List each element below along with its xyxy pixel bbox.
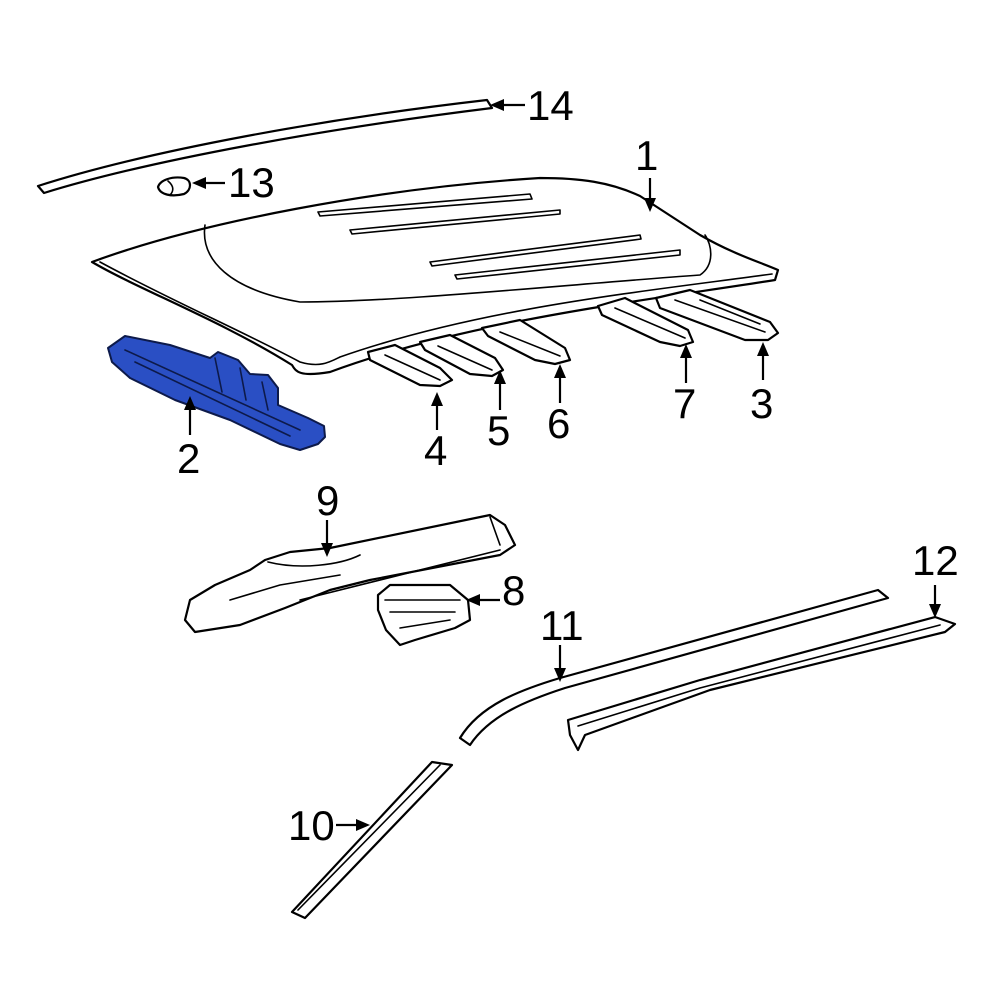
callout-1: 1 xyxy=(635,132,658,212)
callout-13: 13 xyxy=(192,159,275,206)
part-11-molding[interactable] xyxy=(458,588,890,747)
callout-12: 12 xyxy=(912,537,959,618)
callout-4-label: 4 xyxy=(424,427,447,474)
part-6-roof-bow[interactable] xyxy=(480,318,572,366)
callout-10: 10 xyxy=(288,802,370,849)
part-3-rear-header[interactable] xyxy=(654,288,780,342)
part-13-clip[interactable] xyxy=(156,176,192,197)
callout-8: 8 xyxy=(466,567,525,614)
callout-13-label: 13 xyxy=(228,159,275,206)
part-5-roof-bow[interactable] xyxy=(418,333,505,378)
part-8-bracket[interactable] xyxy=(376,583,472,647)
part-7-roof-bow[interactable] xyxy=(596,296,695,348)
part-14-molding[interactable] xyxy=(36,98,494,195)
callout-11: 11 xyxy=(540,602,584,682)
part-10-pillar-molding[interactable] xyxy=(290,760,454,920)
callout-7-label: 7 xyxy=(673,380,696,427)
callout-6: 6 xyxy=(547,364,570,447)
callout-11-label: 11 xyxy=(540,602,584,649)
callout-1-label: 1 xyxy=(635,132,658,179)
callout-9: 9 xyxy=(316,477,339,557)
callout-12-label: 12 xyxy=(912,537,959,584)
callout-14-label: 14 xyxy=(527,82,574,129)
callout-4: 4 xyxy=(424,392,447,474)
callout-3: 3 xyxy=(750,342,773,427)
callout-9-label: 9 xyxy=(316,477,339,524)
part-4-roof-bow[interactable] xyxy=(366,343,454,388)
callout-10-label: 10 xyxy=(288,802,335,849)
callout-6-label: 6 xyxy=(547,400,570,447)
part-9-side-rail[interactable] xyxy=(183,513,517,634)
callout-14: 14 xyxy=(490,82,574,129)
callout-8-label: 8 xyxy=(502,567,525,614)
callout-5: 5 xyxy=(487,370,510,454)
callout-5-label: 5 xyxy=(487,407,510,454)
callout-3-label: 3 xyxy=(750,380,773,427)
part-12-drip-rail[interactable] xyxy=(566,615,957,752)
part-1-roof-panel[interactable] xyxy=(90,176,780,376)
callout-2: 2 xyxy=(177,396,200,482)
callout-7: 7 xyxy=(673,344,696,427)
callout-2-label: 2 xyxy=(177,435,200,482)
